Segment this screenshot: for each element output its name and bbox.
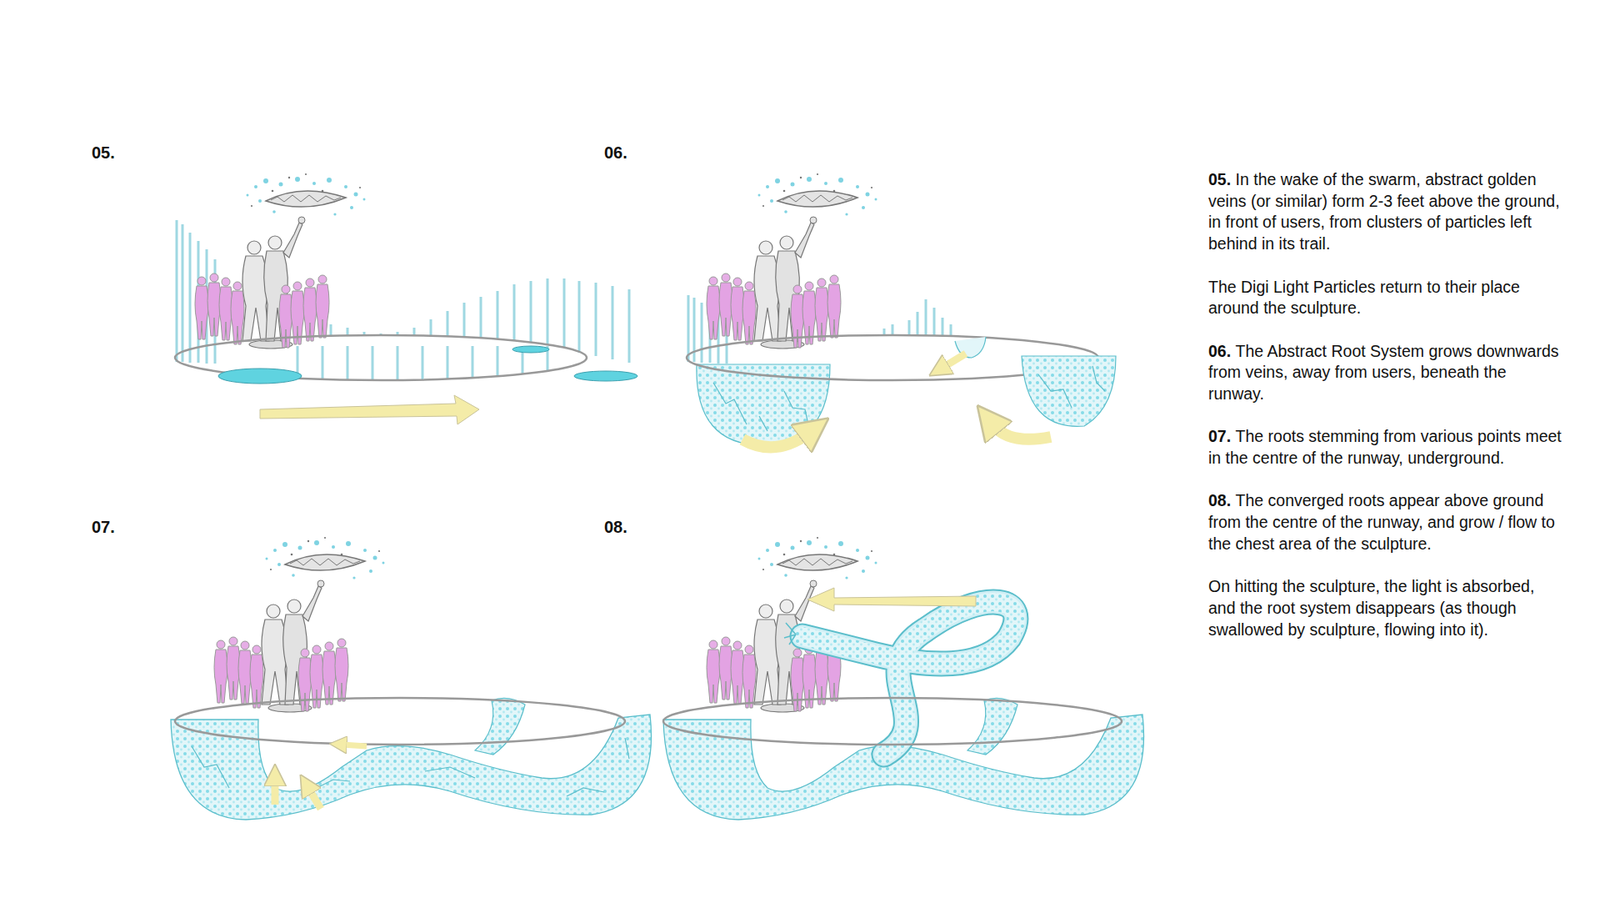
panel-05 xyxy=(175,173,638,425)
step-paragraph: 08.The converged roots appear above grou… xyxy=(1208,490,1563,555)
step-paragraph: The Digi Light Particles return to their… xyxy=(1208,276,1563,320)
panel-08 xyxy=(663,536,1145,820)
step-paragraph: On hitting the sculpture, the light is a… xyxy=(1208,575,1563,640)
step-number: 08. xyxy=(1208,490,1231,510)
step-paragraph: 05.In the wake of the swarm, abstract go… xyxy=(1208,169,1563,255)
step-number: 05. xyxy=(1208,170,1231,189)
panel-07 xyxy=(170,536,652,820)
step-description: The Abstract Root System grows downwards… xyxy=(1208,341,1560,403)
panel-number: 08. xyxy=(604,517,628,537)
panel-number: 05. xyxy=(91,143,115,163)
step-description: On hitting the sculpture, the light is a… xyxy=(1208,576,1535,638)
description-column: 05.In the wake of the swarm, abstract go… xyxy=(1208,169,1563,662)
step-description: The roots stemming from various points m… xyxy=(1208,426,1562,467)
step-description: The Digi Light Particles return to their… xyxy=(1208,277,1520,318)
panel-06 xyxy=(686,173,1116,447)
step-description: The converged roots appear above ground … xyxy=(1208,490,1555,552)
step-description: In the wake of the swarm, abstract golde… xyxy=(1208,170,1560,253)
step-paragraph: 06.The Abstract Root System grows downwa… xyxy=(1208,340,1563,405)
step-paragraph: 07.The roots stemming from various point… xyxy=(1208,425,1563,469)
panel-number: 06. xyxy=(604,143,628,163)
step-number: 07. xyxy=(1208,426,1231,445)
step-number: 06. xyxy=(1208,341,1231,360)
panel-number: 07. xyxy=(91,517,115,537)
